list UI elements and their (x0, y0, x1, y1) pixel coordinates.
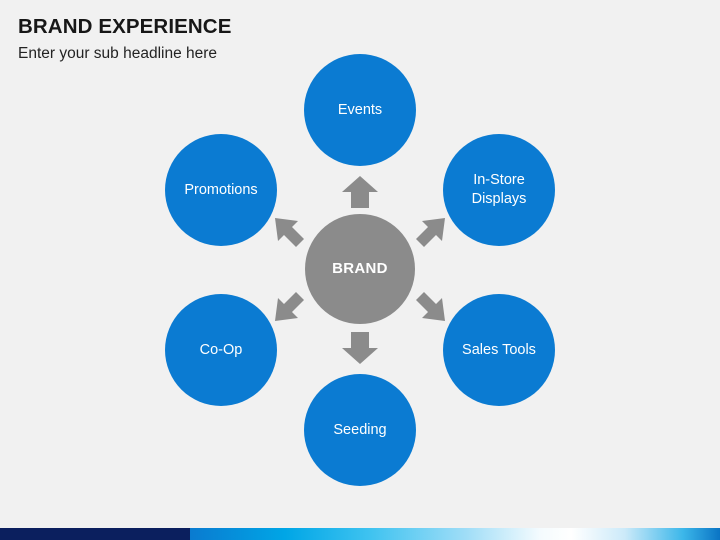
node-co-op[interactable]: Co-Op (165, 294, 277, 406)
node-promotions[interactable]: Promotions (165, 134, 277, 246)
node-brand-center-label: BRAND (332, 260, 388, 278)
footer-gradient-segment (190, 528, 720, 540)
node-sales-tools[interactable]: Sales Tools (443, 294, 555, 406)
node-promotions-label: Promotions (184, 181, 258, 198)
node-seeding[interactable]: Seeding (304, 374, 416, 486)
node-events[interactable]: Events (304, 54, 416, 166)
arrow-up-icon (340, 172, 380, 212)
node-in-store-displays[interactable]: In-Store Displays (443, 134, 555, 246)
footer-navy-segment (0, 528, 190, 540)
node-brand-center[interactable]: BRAND (305, 214, 415, 324)
node-events-label: Events (337, 101, 383, 118)
slide-header: BRAND EXPERIENCE Enter your sub headline… (18, 14, 538, 64)
node-seeding-label: Seeding (333, 421, 387, 438)
arrow-up-left-icon (271, 214, 311, 254)
footer-gradient-bar (0, 528, 720, 540)
node-in-store-displays-label: In-Store Displays (471, 172, 527, 207)
arrow-down-right-icon (409, 285, 449, 325)
node-co-op-label: Co-Op (199, 341, 243, 358)
arrow-down-left-icon (271, 285, 311, 325)
page-subtitle: Enter your sub headline here (18, 44, 218, 62)
arrow-down-icon (340, 328, 380, 368)
page-title: BRAND EXPERIENCE (18, 15, 232, 38)
arrow-up-right-icon (409, 214, 449, 254)
node-sales-tools-label: Sales Tools (462, 341, 536, 358)
